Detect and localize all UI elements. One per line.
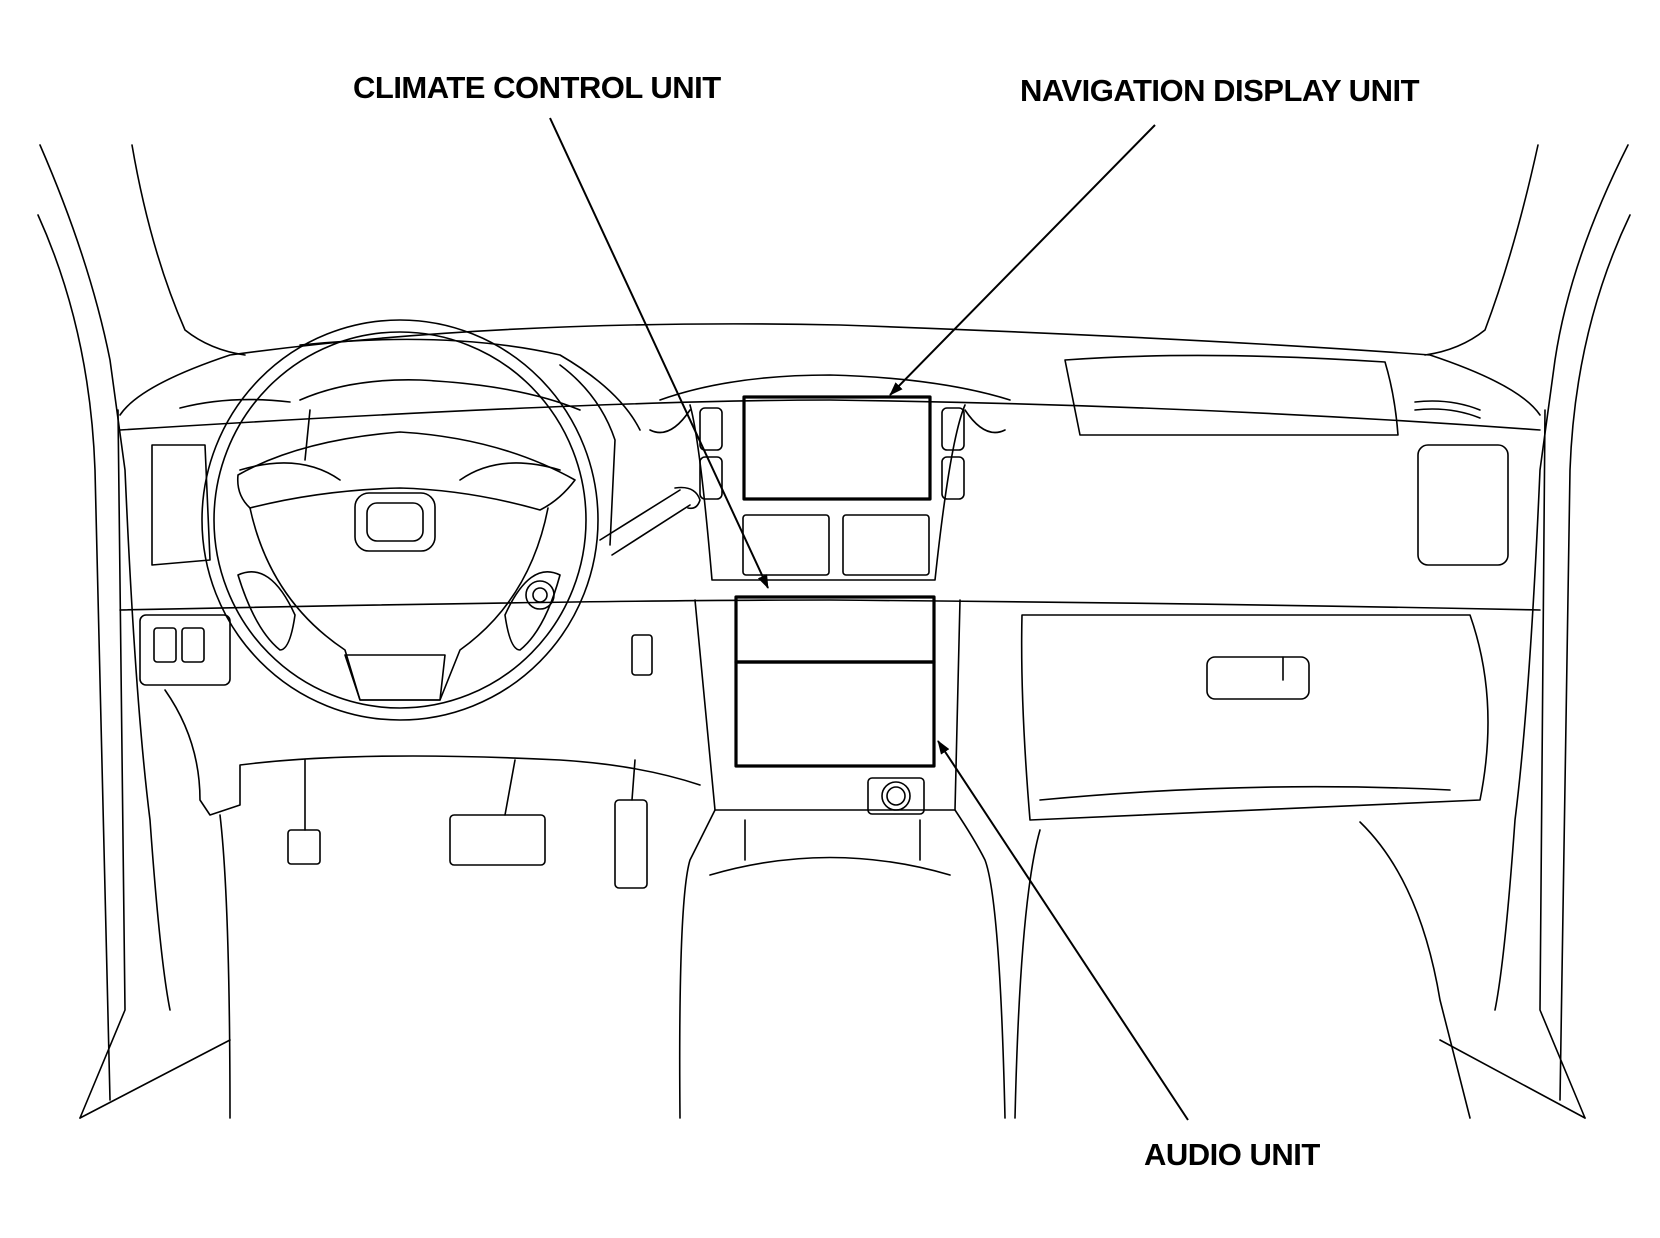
dashboard-top [119, 323, 1541, 611]
navigation-display [742, 395, 932, 501]
audio-unit-label: AUDIO UNIT [1144, 1137, 1320, 1172]
leader-lines [549, 117, 1189, 1121]
turn-signal-stalk [599, 486, 701, 556]
center-console [678, 809, 1006, 1119]
passenger-dash [1014, 354, 1509, 1119]
left-pillar [37, 144, 246, 1119]
right-pillar [1424, 144, 1631, 1119]
left-vent [151, 444, 211, 566]
lower-left-dash [164, 689, 701, 1119]
climate-control-unit-label: CLIMATE CONTROL UNIT [353, 70, 721, 105]
pedals [287, 634, 653, 889]
instrument-hood [299, 338, 641, 546]
steering-wheel [201, 319, 599, 721]
audio-leader [937, 740, 1189, 1121]
center-stack-upper [649, 374, 1011, 581]
navigation-display-unit-label: NAVIGATION DISPLAY UNIT [1020, 73, 1420, 108]
audio-unit [694, 595, 961, 815]
navigation-leader [889, 124, 1156, 396]
left-switch-panel [139, 614, 231, 686]
floor-lines [79, 1039, 1586, 1119]
climate-leader [549, 117, 769, 589]
